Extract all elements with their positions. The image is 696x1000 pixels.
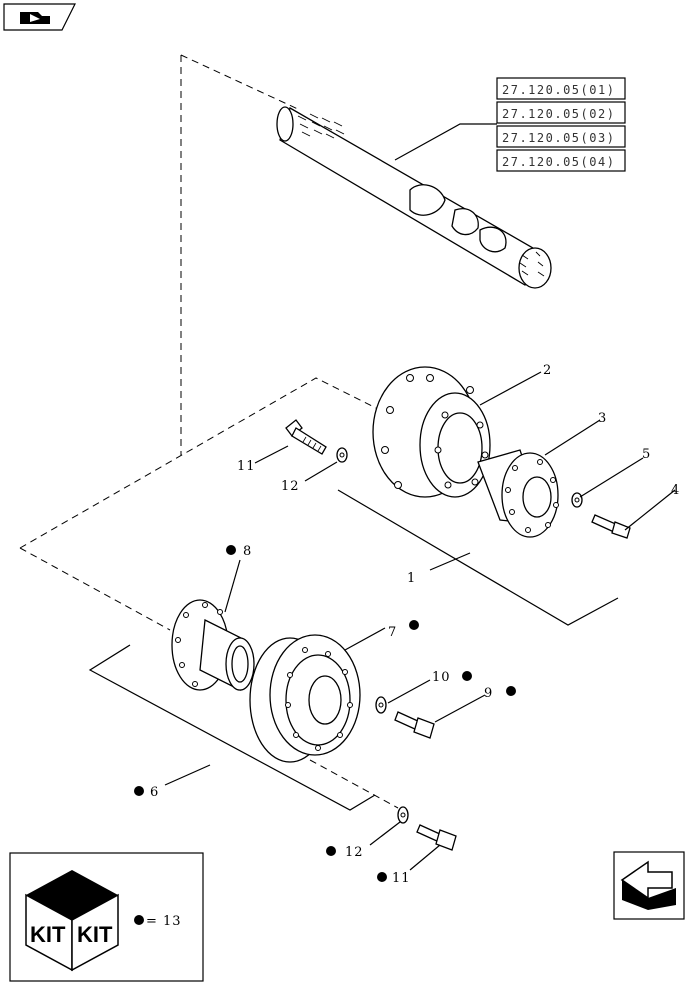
kit-marker <box>377 872 387 882</box>
callout-8[interactable]: 8 <box>243 544 252 559</box>
callout-3[interactable]: 3 <box>598 411 607 426</box>
callout-5[interactable]: 5 <box>642 447 651 462</box>
bolt-11-upper <box>285 419 327 455</box>
assembly-1-bracket <box>337 489 619 626</box>
callout-10[interactable]: 10 <box>432 670 451 685</box>
kit-marker <box>409 620 419 630</box>
reference-box[interactable]: 27.120.05(02) <box>496 101 626 124</box>
reference-list: 27.120.05(01) 27.120.05(02) 27.120.05(03… <box>394 77 626 172</box>
kit-legend: KIT KIT = 13 <box>9 852 204 982</box>
assembly-6-bracket <box>88 644 376 811</box>
callout-11-upper[interactable]: 11 <box>237 459 256 474</box>
back-arrow-icon[interactable] <box>613 851 685 920</box>
callout-4[interactable]: 4 <box>671 483 680 498</box>
kit-marker <box>326 846 336 856</box>
leader-lines <box>164 371 676 871</box>
tapered-hub <box>477 449 559 538</box>
kit-label-left: KIT <box>30 922 66 947</box>
bolt-11-lower <box>416 824 457 851</box>
kit-legend-text: = 13 <box>146 914 182 929</box>
reference-link[interactable]: 27.120.05(04) <box>502 155 615 169</box>
kit-markers <box>134 545 516 882</box>
reference-box[interactable]: 27.120.05(01) <box>496 77 626 100</box>
book-hand-icon[interactable] <box>3 3 76 31</box>
callout-11-lower[interactable]: 11 <box>392 871 411 886</box>
bolt-9 <box>394 711 435 739</box>
kit-marker <box>506 686 516 696</box>
callout-7[interactable]: 7 <box>388 625 397 640</box>
splined-shaft <box>276 106 552 289</box>
reference-link[interactable]: 27.120.05(02) <box>502 107 615 121</box>
lower-hub <box>171 599 255 692</box>
assembly-dashed-lines <box>19 54 399 809</box>
kit-box-icon: KIT KIT <box>25 870 119 972</box>
callout-12-lower[interactable]: 12 <box>345 845 364 860</box>
callouts: 1 2 3 4 5 6 7 8 9 10 11 12 12 11 <box>150 363 680 886</box>
callout-9[interactable]: 9 <box>484 686 493 701</box>
callout-6[interactable]: 6 <box>150 785 159 800</box>
kit-label-right: KIT <box>77 922 113 947</box>
reference-link[interactable]: 27.120.05(01) <box>502 83 615 97</box>
reference-box[interactable]: 27.120.05(04) <box>496 149 626 172</box>
reference-link[interactable]: 27.120.05(03) <box>502 131 615 145</box>
bolt-4 <box>591 514 631 539</box>
upper-flange <box>372 366 491 498</box>
reference-leader <box>394 123 497 161</box>
kit-marker <box>226 545 236 555</box>
lower-flange <box>249 634 361 763</box>
kit-marker <box>462 671 472 681</box>
callout-1[interactable]: 1 <box>407 571 416 586</box>
reference-box[interactable]: 27.120.05(03) <box>496 125 626 148</box>
kit-marker <box>134 786 144 796</box>
callout-2[interactable]: 2 <box>543 363 552 378</box>
callout-12-upper[interactable]: 12 <box>281 479 300 494</box>
kit-legend-marker <box>134 915 144 925</box>
